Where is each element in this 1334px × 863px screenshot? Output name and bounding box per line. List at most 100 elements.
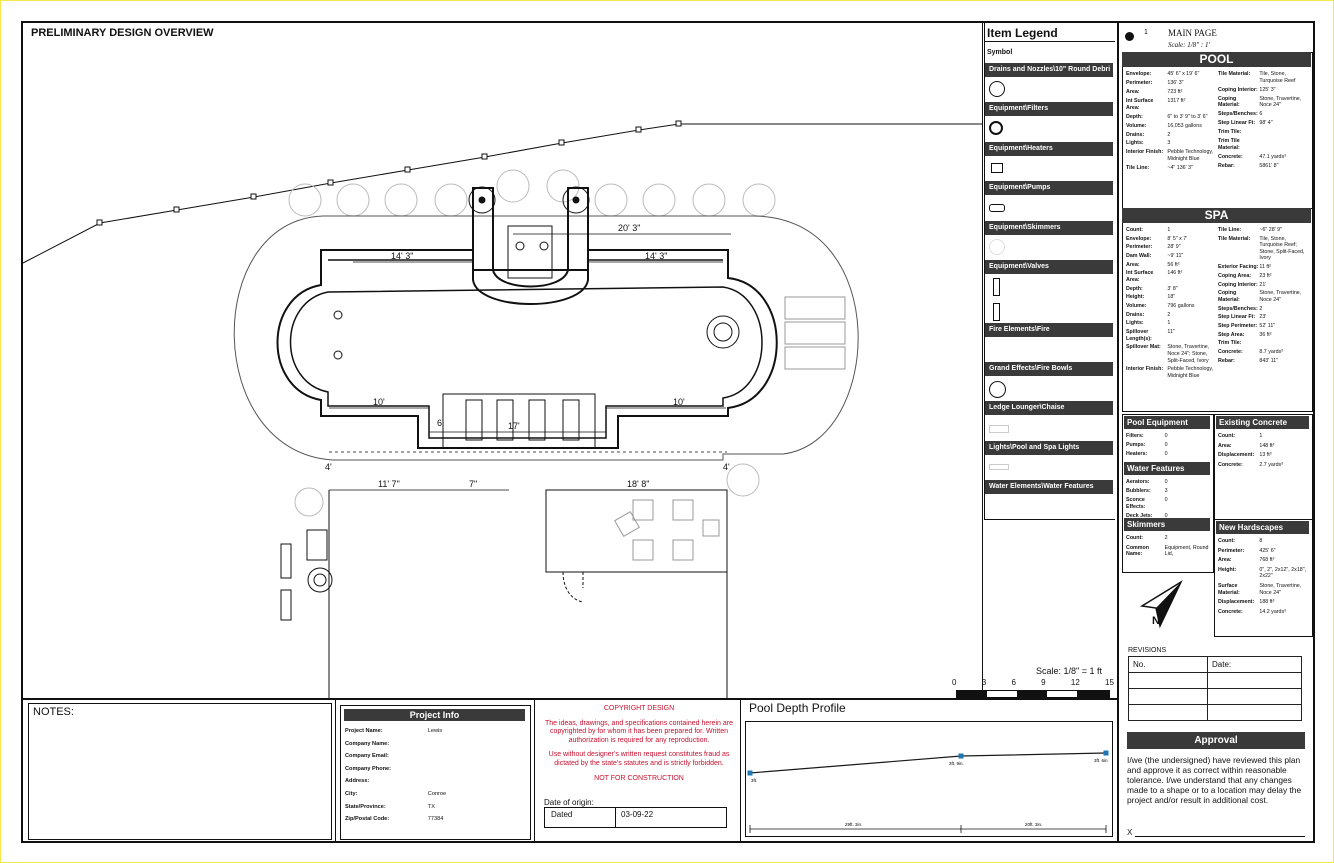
depth-point-label: 3ft. 9in.	[949, 761, 964, 766]
spec-key: Deck Jets:	[1126, 513, 1153, 520]
spec-row: Steps/Benches:2	[1218, 306, 1308, 313]
spec-row: Exterior Facing:11 ft²	[1218, 264, 1308, 271]
page-number: 1	[1144, 29, 1148, 36]
spec-row: Coping Material:Stone, Travertine, Noce …	[1218, 290, 1308, 303]
spec-row: Drains:2	[1126, 312, 1216, 319]
spec-key: Count:	[1218, 433, 1236, 439]
spec-row: Rebar:843' 11"	[1218, 358, 1308, 365]
spec-value: 0	[1164, 513, 1168, 520]
spec-key: Pumps:	[1126, 442, 1146, 449]
spec-key: Count:	[1126, 227, 1144, 233]
spec-row: Company Phone:	[345, 764, 525, 774]
spec-key: Filters:	[1126, 433, 1144, 439]
spec-value: 2.7 yards³	[1259, 461, 1283, 468]
spec-row: Trim Tile:	[1218, 129, 1308, 136]
spec-key: Lights:	[1126, 140, 1144, 147]
spec-key: Trim Tile:	[1218, 340, 1242, 347]
spec-key: Height:	[1126, 294, 1145, 301]
spec-value: 5861' 8"	[1259, 162, 1279, 169]
spec-key: Volume:	[1126, 122, 1147, 129]
water-features-title: Water Features	[1124, 462, 1210, 475]
spec-value: 0	[1164, 442, 1168, 449]
dim-label: 10'	[673, 397, 685, 407]
legend-item-skimmers: Equipment\Skimmers	[985, 221, 1113, 235]
spec-key: Displacement:	[1218, 452, 1255, 459]
revisions-col-date: Date:	[1207, 656, 1302, 673]
spec-key: Step Perimeter:	[1218, 322, 1258, 329]
spec-row: Rebar:5861' 8"	[1218, 163, 1308, 170]
copyright-p2: Use without designer's written request c…	[548, 751, 730, 767]
revision-cell[interactable]	[1207, 672, 1302, 689]
scale-bar	[956, 690, 1110, 698]
sidebar-divider	[1117, 23, 1119, 841]
approval-title: Approval	[1127, 732, 1305, 749]
spec-value: Conroe	[427, 790, 447, 797]
spa-title: SPA	[1122, 208, 1311, 223]
spec-row: Count:2	[1126, 535, 1210, 542]
spec-row: Pumps: 0	[1126, 442, 1210, 449]
dated-field[interactable]: Dated 03-09-22	[544, 807, 727, 828]
spec-key: Coping Material:	[1218, 290, 1240, 303]
valve-icon	[993, 303, 1000, 321]
spec-value: Stone, Travertine, Noce 24"	[1259, 582, 1302, 596]
spec-value: 0	[1164, 479, 1168, 485]
spec-value: 125' 3"	[1259, 86, 1276, 93]
dim-label: 6'	[437, 418, 444, 428]
spec-value: Stone, Travertine, Noce 24"; Stone, Spli…	[1167, 344, 1210, 364]
date-of-origin-label: Date of origin:	[544, 798, 594, 807]
revision-cell[interactable]	[1128, 672, 1208, 689]
spec-key: Count:	[1126, 535, 1144, 541]
pool-specs-right: Tile Material:Tile, Stone, Turquoise Ree…	[1218, 71, 1308, 172]
existing-concrete-title: Existing Concrete	[1216, 416, 1309, 429]
revision-cell[interactable]	[1128, 688, 1208, 705]
revision-cell[interactable]	[1207, 704, 1302, 721]
revision-cell[interactable]	[1128, 704, 1208, 721]
pool-equipment-title: Pool Equipment	[1124, 416, 1210, 429]
spec-row: Step Linear Ft:23'	[1218, 314, 1308, 321]
notes-box[interactable]: NOTES:	[28, 703, 332, 840]
spec-row: Int Surface Area:1317 ft²	[1126, 98, 1216, 111]
spec-value: 136' 3"	[1167, 79, 1184, 86]
notes-label: NOTES:	[33, 706, 74, 718]
spec-value: Stone, Travertine, Noce 24"	[1259, 95, 1302, 109]
signature-line[interactable]	[1135, 836, 1305, 837]
spec-key: Volume:	[1126, 303, 1147, 310]
revision-cell[interactable]	[1207, 688, 1302, 705]
equipment-column	[1122, 414, 1214, 573]
spec-value	[428, 751, 525, 761]
spec-row: Spillover Mat:Stone, Travertine, Noce 24…	[1126, 344, 1216, 364]
spec-value: Tile, Stone, Turquoise Reef; Stone, Spli…	[1259, 235, 1305, 262]
spec-row: Address:	[345, 776, 525, 786]
depth-line	[749, 752, 1107, 774]
skimmer-icon	[989, 239, 1005, 255]
spec-value: 146 ft²	[1167, 270, 1183, 277]
spec-row: City:Conroe	[345, 789, 525, 799]
spec-key: Area:	[1126, 88, 1140, 95]
dim-label: 18' 8"	[627, 479, 649, 489]
page-bullet-icon	[1125, 32, 1134, 41]
spec-row: Interior Finish:Pebble Technology, Midni…	[1126, 366, 1216, 379]
spec-key: Interior Finish:	[1126, 366, 1164, 373]
spec-value: ~6" 28' 9"	[1259, 227, 1282, 233]
spec-value: 0", 2", 2x12", 2x18", 2x22"	[1259, 566, 1307, 580]
spec-value: 52' 11"	[1259, 322, 1276, 329]
spec-key: Area:	[1126, 261, 1140, 268]
new-hardscapes-title: New Hardscapes	[1216, 521, 1309, 534]
revisions-title: REVISIONS	[1128, 647, 1167, 654]
spec-row: Perimeter:136' 3"	[1126, 80, 1216, 87]
spec-key: Sconce Effects:	[1126, 497, 1146, 510]
spec-row: Coping Interior:21'	[1218, 282, 1308, 289]
depth-point	[747, 770, 753, 776]
drawing-sheet	[21, 21, 1315, 843]
spec-key: Coping Interior:	[1218, 281, 1258, 288]
spec-key: Heaters:	[1126, 451, 1148, 458]
spec-row: Int Surface Area:146 ft²	[1126, 270, 1216, 283]
spec-key: Lights:	[1126, 320, 1144, 327]
spec-row: Deck Jets: 0	[1126, 513, 1210, 520]
spec-value: 11 ft²	[1259, 264, 1272, 271]
spec-row: Count:1	[1218, 433, 1308, 440]
spec-key: Area:	[1218, 442, 1232, 449]
valve-icon	[993, 278, 1000, 296]
spec-value: 796 gallons	[1167, 303, 1195, 310]
